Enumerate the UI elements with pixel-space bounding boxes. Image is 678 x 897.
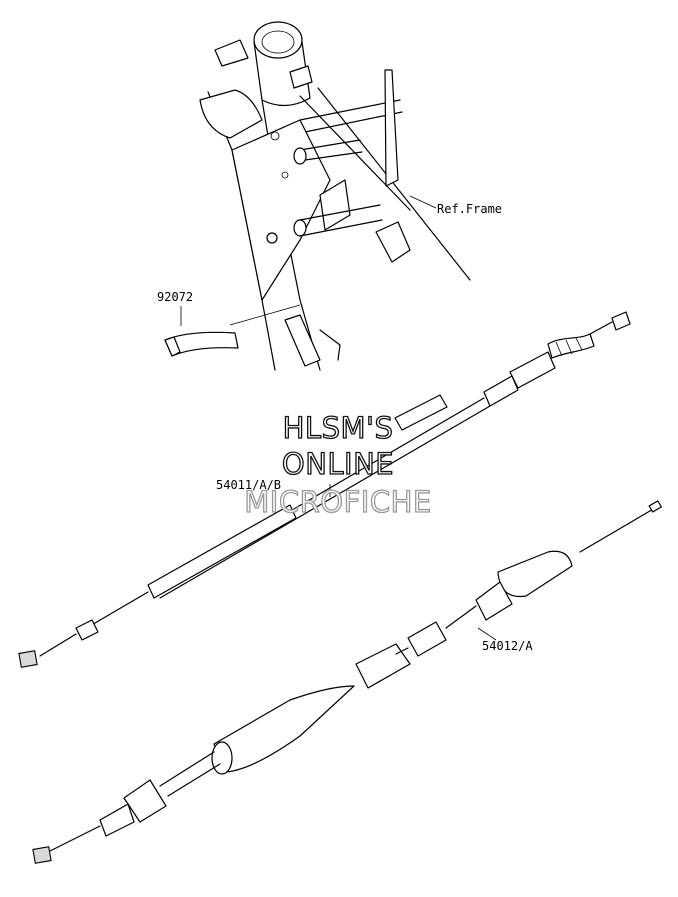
part-92072-label: 92072 [157,290,193,304]
cable-54011 [18,311,631,668]
watermark-line1: HLSM'S [283,411,394,445]
ref-frame-leader [409,195,437,209]
ref-frame-label: Ref.Frame [437,202,502,216]
watermark-line2: ONLINE [282,447,394,481]
watermark: HLSM'S ONLINE MICROFICHE [244,410,432,519]
band-92072 [164,304,301,357]
frame-drawing [199,21,471,371]
part-54012-label: 54012/A [482,639,533,653]
cable-54012 [32,500,662,864]
watermark-line3: MICROFICHE [244,485,431,519]
part-54012-leader [477,627,497,641]
part-54011-label: 54011/A/B [216,478,281,492]
